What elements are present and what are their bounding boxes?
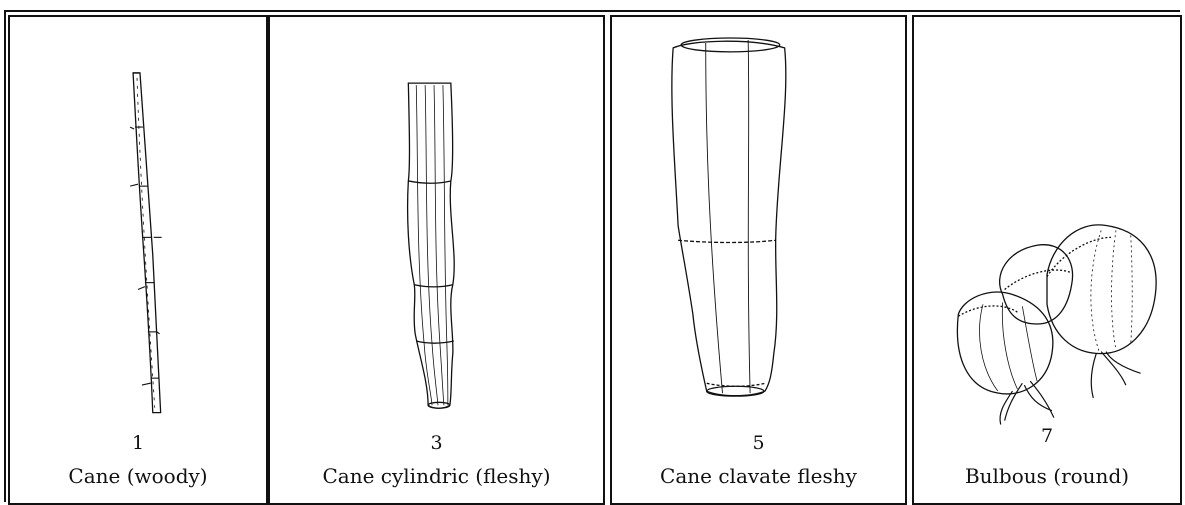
panel-number: 5 xyxy=(612,432,905,454)
clavate-fleshy-cane-icon xyxy=(612,17,905,503)
panel-number: 3 xyxy=(270,432,603,454)
panel-caption: Cane (woody) xyxy=(10,464,266,488)
panel-cane-clavate-fleshy: 5 Cane clavate fleshy xyxy=(610,15,907,505)
panel-caption: Cane clavate fleshy xyxy=(612,464,905,488)
panel-number: 1 xyxy=(10,432,266,454)
panel-number: 7 xyxy=(914,425,1180,447)
panel-cane-cylindric-fleshy: 3 Cane cylindric (fleshy) xyxy=(268,15,605,505)
panel-caption: Bulbous (round) xyxy=(914,464,1180,488)
panel-caption: Cane cylindric (fleshy) xyxy=(270,464,603,488)
panel-bulbous-round: 7 Bulbous (round) xyxy=(912,15,1182,505)
woody-cane-stem-icon xyxy=(10,17,266,503)
cylindric-fleshy-cane-icon xyxy=(270,17,603,503)
panel-cane-woody: 1 Cane (woody) xyxy=(8,15,268,505)
